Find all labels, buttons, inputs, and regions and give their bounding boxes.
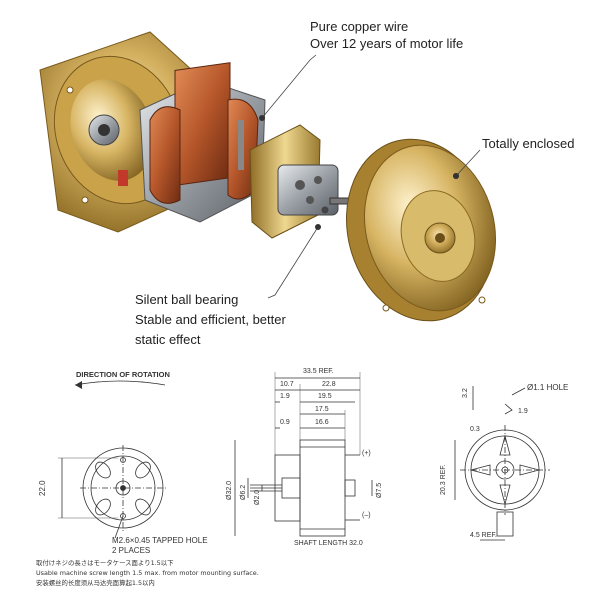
front-end-cap — [345, 138, 497, 322]
dim-1-9: 1.9 — [280, 393, 290, 400]
dim-0-9: 0.9 — [280, 419, 290, 426]
dim-3-2: 3.2 — [462, 388, 469, 398]
terminal-minus: (–) — [362, 512, 371, 519]
dia-2: Ø2.0 — [254, 489, 261, 505]
note-japanese: 取付けネジの長さはモータケース面より1.5以下 — [36, 559, 174, 567]
direction-of-rotation-label: DIRECTION OF ROTATION — [76, 370, 170, 379]
side-view — [234, 372, 373, 537]
rotation-arrow-icon — [74, 380, 166, 386]
dim-19-5: 19.5 — [318, 393, 332, 400]
bearing-callout-dot — [315, 224, 321, 230]
dim-22-8: 22.8 — [322, 381, 336, 388]
bearing-callout-line-3: static effect — [135, 332, 201, 347]
copper-callout-line-1: Pure copper wire — [310, 19, 409, 34]
rear-view — [454, 386, 550, 541]
copper-wire-callout: Pure copper wire Over 12 years of motor … — [310, 18, 463, 52]
dia-32: Ø32.0 — [226, 480, 233, 500]
dim-17-5: 17.5 — [315, 406, 329, 413]
bearing-callout-line-1: Silent ball bearing — [135, 292, 239, 307]
tapped-hole-label-2: 2 PLACES — [112, 546, 151, 555]
shaft-length: SHAFT LENGTH 32.0 — [294, 540, 363, 547]
dim-20-3: 20.3 REF. — [440, 464, 447, 495]
tapped-hole-label-1: M2.6×0.45 TAPPED HOLE — [112, 536, 208, 545]
enclosed-callout-dot — [453, 173, 459, 179]
callout-leader-lines — [261, 54, 481, 299]
ball-bearing-callout: Silent ball bearing Stable and efficient… — [135, 290, 286, 350]
technical-drawing — [58, 372, 550, 541]
dia-6-2: Ø6.2 — [240, 484, 247, 500]
dim-1-9b: 1.9 — [518, 408, 528, 415]
note-english: Usable machine screw length 1.5 max. fro… — [36, 569, 259, 577]
front-width-dim: 22.0 — [38, 480, 47, 496]
bearing-callout-line-2: Stable and efficient, better — [135, 312, 286, 327]
note-chinese: 安装螺丝的长度须从马达壳面算起1.5以内 — [36, 579, 155, 587]
copper-callout-dot — [259, 115, 265, 121]
dim-16-6: 16.6 — [315, 419, 329, 426]
front-view — [58, 445, 166, 539]
hole-label: Ø1.1 HOLE — [527, 383, 569, 392]
dia-7-5: Ø7.5 — [376, 482, 383, 498]
dim-0-3: 0.3 — [470, 426, 480, 433]
dim-overall: 33.5 REF. — [303, 368, 334, 375]
rotor-assembly — [249, 124, 353, 239]
terminal-plus: (+) — [362, 450, 371, 457]
stator-winding — [139, 62, 266, 223]
dim-4-5: 4.5 REF. — [470, 532, 497, 539]
totally-enclosed-callout: Totally enclosed — [482, 136, 575, 151]
copper-callout-line-2: Over 12 years of motor life — [310, 36, 464, 51]
dim-10-7: 10.7 — [280, 381, 294, 388]
